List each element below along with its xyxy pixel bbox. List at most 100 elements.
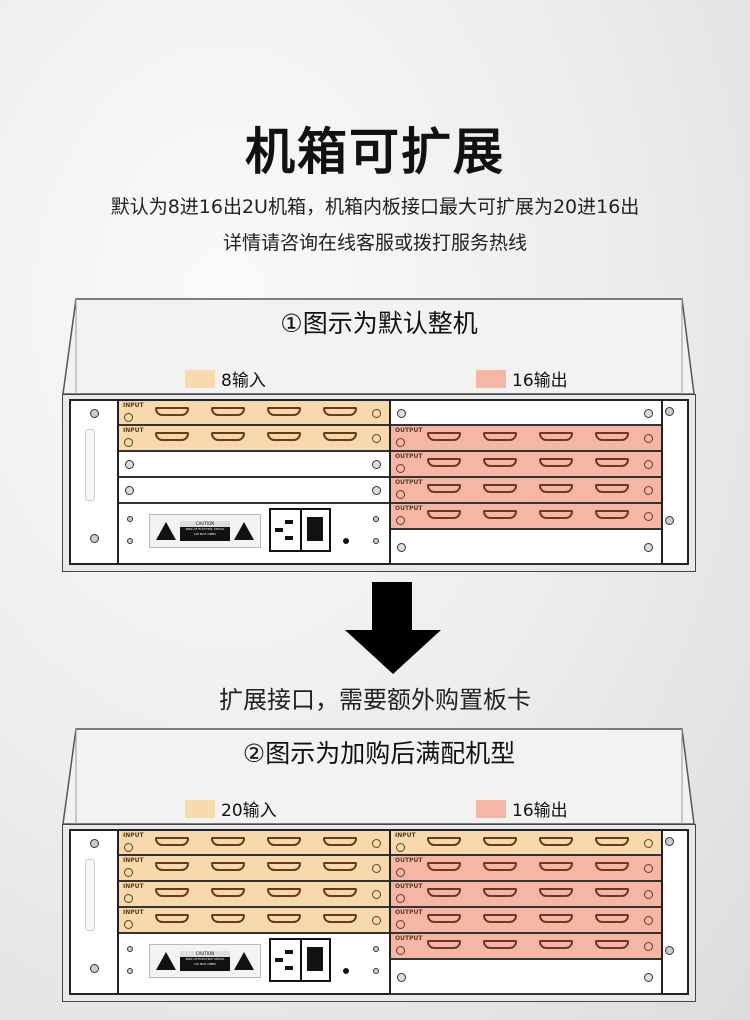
input-card: INPUT bbox=[119, 882, 389, 908]
card-label: OUTPUT bbox=[395, 453, 423, 460]
output-card: OUTPUT bbox=[391, 934, 661, 960]
hdmi-port bbox=[595, 484, 629, 493]
slot-screw bbox=[644, 542, 653, 552]
slot-screw bbox=[397, 542, 406, 552]
card-label: OUTPUT bbox=[395, 479, 423, 486]
legend-output-label: 16输出 bbox=[512, 801, 568, 821]
slot-screw bbox=[125, 460, 134, 469]
screw-hole bbox=[127, 946, 133, 952]
hdmi-port bbox=[595, 862, 629, 871]
legend-output: 16输出 bbox=[476, 796, 568, 821]
blank-slot bbox=[391, 401, 661, 426]
card-label: INPUT bbox=[123, 427, 144, 434]
mount-hole bbox=[90, 409, 99, 418]
card-screw bbox=[372, 890, 381, 899]
slot-screw bbox=[372, 460, 381, 469]
slot-screw bbox=[397, 972, 406, 982]
hdmi-port bbox=[267, 407, 301, 416]
handle bbox=[85, 429, 95, 501]
power-led bbox=[343, 538, 349, 544]
hdmi-port bbox=[267, 914, 301, 923]
hdmi-port bbox=[155, 432, 189, 441]
card-label: OUTPUT bbox=[395, 505, 423, 512]
caution-text: RISK OF ELECTRIC SHOCK bbox=[185, 957, 225, 961]
hdmi-port bbox=[427, 432, 461, 441]
legend-input: 8输入 bbox=[185, 366, 266, 391]
power-socket bbox=[269, 938, 331, 982]
hdmi-port bbox=[155, 837, 189, 846]
hdmi-port bbox=[595, 432, 629, 441]
page-title: 机箱可扩展 bbox=[245, 123, 505, 181]
screw-hole bbox=[373, 538, 379, 544]
mount-hole bbox=[665, 837, 674, 846]
hdmi-port bbox=[323, 862, 357, 871]
hdmi-port bbox=[539, 914, 573, 923]
output-card: OUTPUT bbox=[391, 452, 661, 478]
card-screw bbox=[644, 486, 653, 495]
slot-screw bbox=[372, 486, 381, 495]
hdmi-port bbox=[427, 862, 461, 871]
card-screw bbox=[372, 916, 381, 925]
caution-text: DO NOT OPEN bbox=[194, 962, 216, 966]
hdmi-port bbox=[483, 837, 517, 846]
card-label: OUTPUT bbox=[395, 883, 423, 890]
card-screw bbox=[644, 512, 653, 521]
mount-hole bbox=[665, 516, 674, 525]
screw-hole bbox=[373, 946, 379, 952]
status-led bbox=[124, 438, 133, 447]
screw-hole bbox=[127, 516, 133, 522]
blank-slot bbox=[391, 530, 661, 565]
slot-screw bbox=[644, 408, 653, 418]
output-card: OUTPUT bbox=[391, 856, 661, 882]
card-label: INPUT bbox=[123, 402, 144, 409]
output-card: OUTPUT bbox=[391, 426, 661, 452]
card-label: INPUT bbox=[123, 909, 144, 916]
hdmi-port bbox=[483, 510, 517, 519]
card-label: OUTPUT bbox=[395, 935, 423, 942]
hdmi-port bbox=[427, 837, 461, 846]
card-screw bbox=[372, 434, 381, 443]
status-led bbox=[124, 413, 133, 422]
status-led bbox=[124, 843, 133, 852]
card-screw bbox=[644, 434, 653, 443]
status-led bbox=[124, 920, 133, 929]
screw-hole bbox=[127, 538, 133, 544]
hdmi-port bbox=[539, 458, 573, 467]
power-led bbox=[343, 968, 349, 974]
mount-hole bbox=[665, 407, 674, 416]
card-label: OUTPUT bbox=[395, 909, 423, 916]
warning-icon bbox=[156, 522, 176, 540]
hdmi-port bbox=[155, 862, 189, 871]
hdmi-port bbox=[483, 432, 517, 441]
screw-hole bbox=[127, 968, 133, 974]
screw-hole bbox=[373, 516, 379, 522]
subtitle-line-1: 默认为8进16出2U机箱，机箱内板接口最大可扩展为20进16出 bbox=[110, 196, 640, 218]
warning-icon bbox=[156, 952, 176, 970]
card-screw bbox=[644, 890, 653, 899]
status-led bbox=[396, 438, 405, 447]
status-led bbox=[124, 894, 133, 903]
hdmi-port bbox=[483, 862, 517, 871]
output-card: OUTPUT bbox=[391, 882, 661, 908]
left-ear bbox=[71, 401, 119, 563]
hdmi-port bbox=[427, 510, 461, 519]
hdmi-port bbox=[483, 914, 517, 923]
legend-output: 16输出 bbox=[476, 366, 568, 391]
card-screw bbox=[644, 839, 653, 848]
card-label: INPUT bbox=[123, 857, 144, 864]
hdmi-port bbox=[323, 407, 357, 416]
hdmi-port bbox=[539, 837, 573, 846]
legend-output-label: 16输出 bbox=[512, 371, 568, 391]
hdmi-port bbox=[267, 837, 301, 846]
